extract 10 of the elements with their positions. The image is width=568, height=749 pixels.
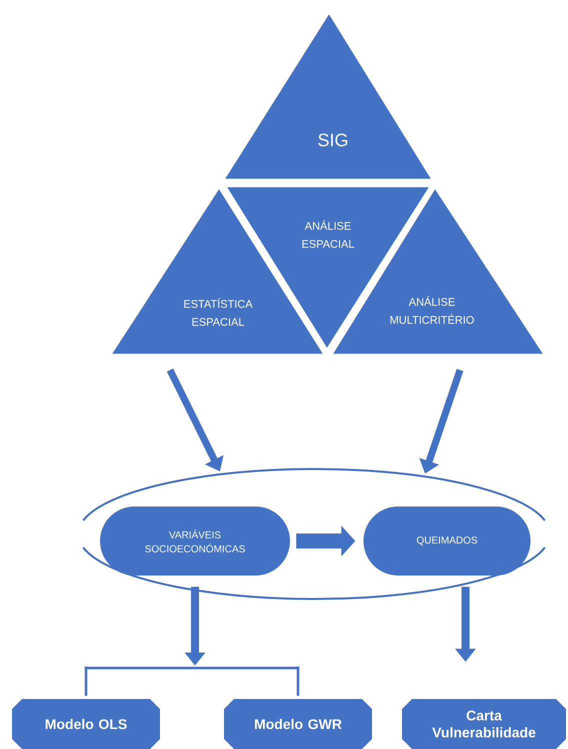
ellipse-outline xyxy=(82,468,546,600)
chamfered-box: Modelo OLS xyxy=(12,699,160,749)
chamfered-box: Modelo GWR xyxy=(224,699,372,749)
rounded-box: VARIÁVEIS SOCIOECONÓMICAS xyxy=(100,506,290,576)
bracket-leg xyxy=(296,666,300,696)
chamfered-box: Carta Vulnerabilidade xyxy=(402,699,566,749)
bracket-leg xyxy=(84,666,88,696)
rounded-box: QUEIMADOS xyxy=(364,506,530,576)
triangle-segment: SIG xyxy=(222,10,434,182)
bracket-bar xyxy=(84,666,300,670)
